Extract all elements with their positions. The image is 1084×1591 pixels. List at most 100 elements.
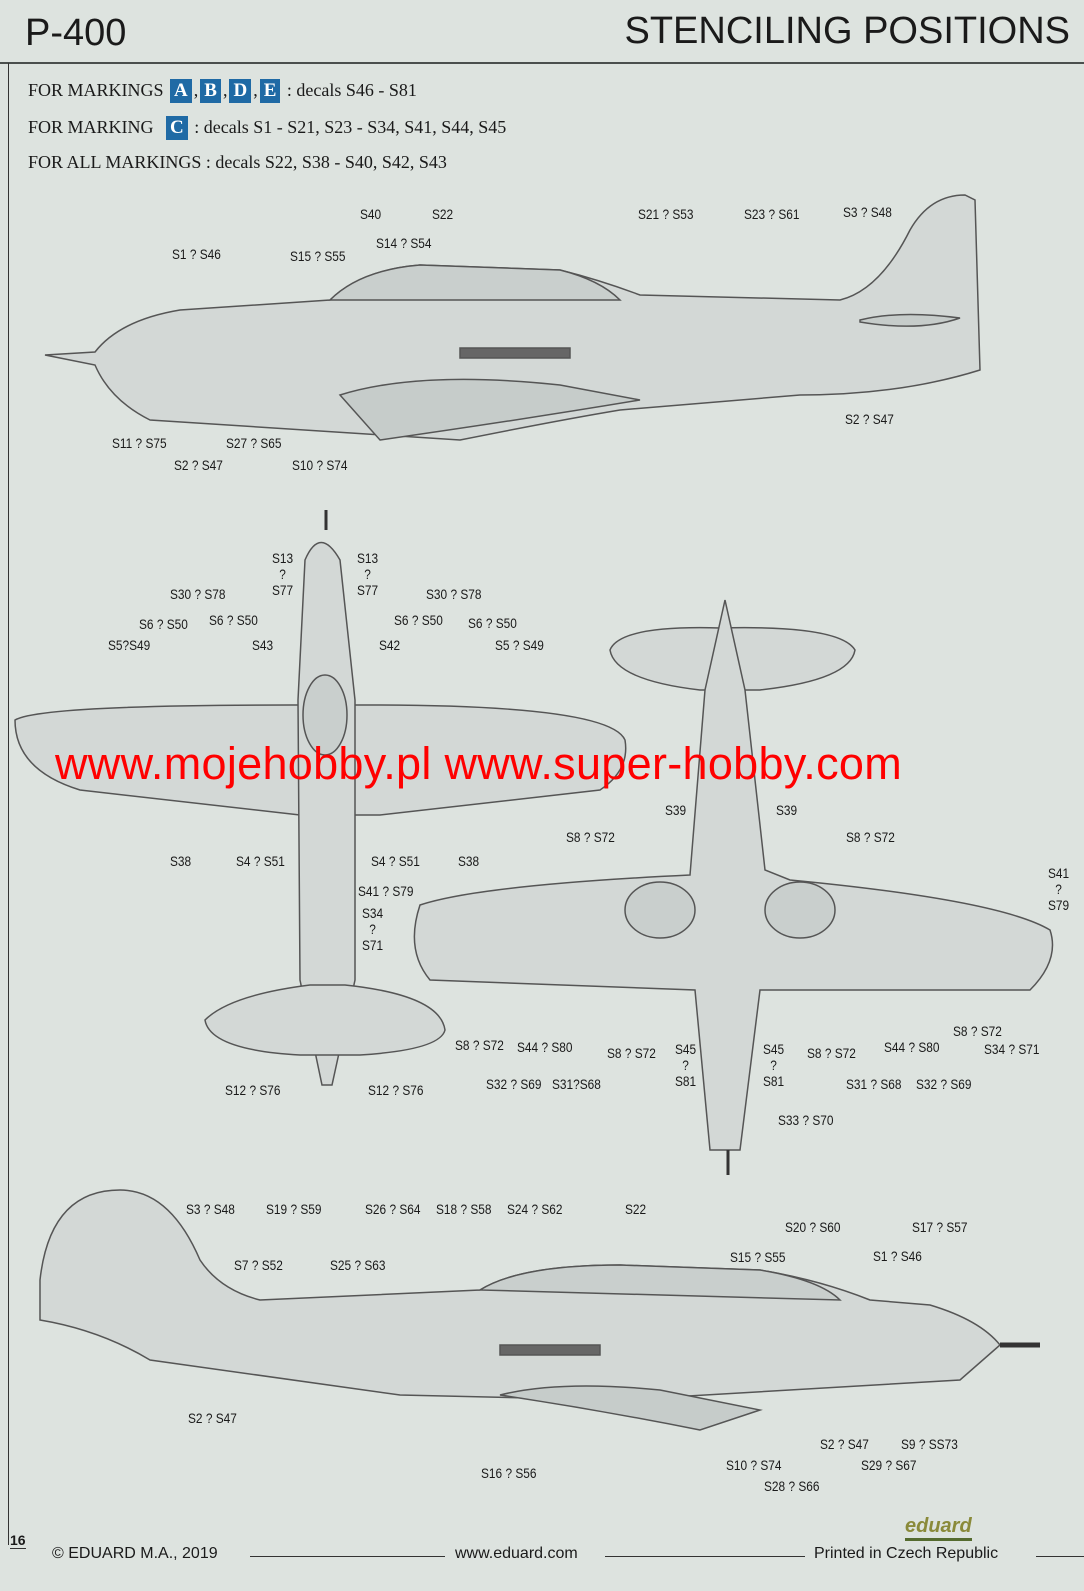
decal-label: S16 ? S56 — [481, 1466, 537, 1481]
decal-label: S41 ? S79 — [358, 884, 414, 899]
decal-label: S45 ? S81 — [763, 1042, 785, 1089]
decal-label: S6 ? S50 — [394, 613, 443, 628]
instruction-text: FOR MARKINGS — [28, 80, 164, 100]
decal-label: S39 — [776, 803, 798, 818]
decal-label: S27 ? S65 — [226, 436, 282, 451]
decal-label: S12 ? S76 — [368, 1083, 424, 1098]
instruction-all-markings: FOR ALL MARKINGS : decals S22, S38 - S40… — [28, 152, 447, 172]
instruction-text: : decals S1 - S21, S23 - S34, S41, S44, … — [194, 117, 507, 137]
decal-label: S12 ? S76 — [225, 1083, 281, 1098]
footer-rule — [1036, 1556, 1084, 1557]
marking-badge: B — [200, 79, 221, 103]
decal-label: S28 ? S66 — [764, 1479, 820, 1494]
decal-label: S38 — [458, 854, 480, 869]
instruction-markings-abde: FOR MARKINGS A,B,D,E : decals S46 - S81 — [28, 79, 417, 103]
page-header: P-400 STENCILING POSITIONS — [0, 0, 1084, 64]
decal-label: S20 ? S60 — [785, 1220, 841, 1235]
frame-border — [8, 63, 9, 1545]
decal-label: S17 ? S57 — [912, 1220, 968, 1235]
decal-label: S6 ? S50 — [468, 616, 517, 631]
model-name: P-400 — [25, 12, 127, 54]
decal-label: S1 ? S46 — [873, 1249, 922, 1264]
footer-rule — [250, 1556, 445, 1557]
decal-label: S5 ? S49 — [495, 638, 544, 653]
side-view-right — [39, 1189, 1040, 1431]
decal-label: S44 ? S80 — [884, 1040, 940, 1055]
decal-label: S8 ? S72 — [455, 1038, 504, 1053]
decal-label: S1 ? S46 — [172, 247, 221, 262]
decal-label: S21 ? S53 — [638, 207, 694, 222]
decal-label: S22 — [625, 1202, 647, 1217]
decal-label: S30 ? S78 — [426, 587, 482, 602]
decal-label: S23 ? S61 — [744, 207, 800, 222]
copyright: © EDUARD M.A., 2019 — [52, 1545, 218, 1562]
decal-label: S41 ? S79 — [1048, 866, 1070, 913]
marking-badge: E — [259, 79, 281, 103]
decal-label: S8 ? S72 — [807, 1046, 856, 1061]
decal-label: S11 ? S75 — [112, 436, 167, 451]
decal-label: S5?S49 — [108, 638, 151, 653]
decal-label: S8 ? S72 — [846, 830, 895, 845]
footer-rule — [605, 1556, 805, 1557]
decal-label: S8 ? S72 — [607, 1046, 656, 1061]
decal-label: S8 ? S72 — [566, 830, 615, 845]
decal-label: S3 ? S48 — [843, 205, 892, 220]
top-view — [14, 510, 627, 1086]
decal-label: S15 ? S55 — [290, 249, 346, 264]
decal-label: S4 ? S51 — [236, 854, 285, 869]
decal-label: S2 ? S47 — [820, 1437, 869, 1452]
decal-label: S4 ? S51 — [371, 854, 420, 869]
decal-label: S2 ? S47 — [188, 1411, 237, 1426]
decal-label: S25 ? S63 — [330, 1258, 386, 1273]
bottom-view — [413, 599, 1054, 1175]
decal-label: S3 ? S48 — [186, 1202, 235, 1217]
decal-label: S10 ? S74 — [726, 1458, 782, 1473]
website-link[interactable]: www.eduard.com — [455, 1545, 578, 1562]
decal-label: S29 ? S67 — [861, 1458, 917, 1473]
decal-label: S31 ? S68 — [846, 1077, 902, 1092]
decal-label: S7 ? S52 — [234, 1258, 283, 1273]
decal-label: S6 ? S50 — [139, 617, 188, 632]
instruction-text: : decals S46 - S81 — [286, 80, 417, 100]
decal-label: S22 — [432, 207, 454, 222]
decal-label: S33 ? S70 — [778, 1113, 834, 1128]
decal-label: S31?S68 — [552, 1077, 601, 1092]
decal-label: S13 ? S77 — [357, 551, 379, 598]
decal-label: S42 — [379, 638, 401, 653]
decal-label: S10 ? S74 — [292, 458, 348, 473]
decal-label: S34 ? S71 — [362, 906, 384, 953]
marking-badge: C — [166, 116, 188, 140]
watermark: www.mojehobby.pl www.super-hobby.com — [55, 738, 902, 789]
decal-label: S18 ? S58 — [436, 1202, 492, 1217]
instruction-text: FOR MARKING — [28, 117, 154, 137]
decal-label: S26 ? S64 — [365, 1202, 421, 1217]
decal-label: S34 ? S71 — [984, 1042, 1040, 1057]
decal-label: S24 ? S62 — [507, 1202, 563, 1217]
eduard-logo: eduard — [905, 1515, 972, 1541]
decal-label: S6 ? S50 — [209, 613, 258, 628]
page-title: STENCILING POSITIONS — [624, 10, 1070, 52]
decal-label: S40 — [360, 207, 382, 222]
page-number: 16 — [10, 1532, 26, 1549]
decal-label: S39 — [665, 803, 687, 818]
side-view-left — [44, 194, 981, 441]
decal-label: S15 ? S55 — [730, 1250, 786, 1265]
marking-badge: A — [170, 79, 192, 103]
decal-label: S44 ? S80 — [517, 1040, 573, 1055]
decal-label: S8 ? S72 — [953, 1024, 1002, 1039]
instruction-marking-c: FOR MARKING C : decals S1 - S21, S23 - S… — [28, 116, 506, 140]
decal-label: S32 ? S69 — [916, 1077, 972, 1092]
decal-label: S30 ? S78 — [170, 587, 226, 602]
decal-label: S2 ? S47 — [845, 412, 894, 427]
decal-label: S32 ? S69 — [486, 1077, 542, 1092]
decal-label: S14 ? S54 — [376, 236, 432, 251]
decal-label: S19 ? S59 — [266, 1202, 322, 1217]
decal-label: S38 — [170, 854, 192, 869]
decal-label: S2 ? S47 — [174, 458, 223, 473]
decal-label: S13 ? S77 — [272, 551, 294, 598]
marking-badge: D — [229, 79, 252, 103]
decal-label: S45 ? S81 — [675, 1042, 697, 1089]
printed-note: Printed in Czech Republic — [814, 1545, 999, 1562]
decal-label: S9 ? SS73 — [901, 1437, 958, 1452]
